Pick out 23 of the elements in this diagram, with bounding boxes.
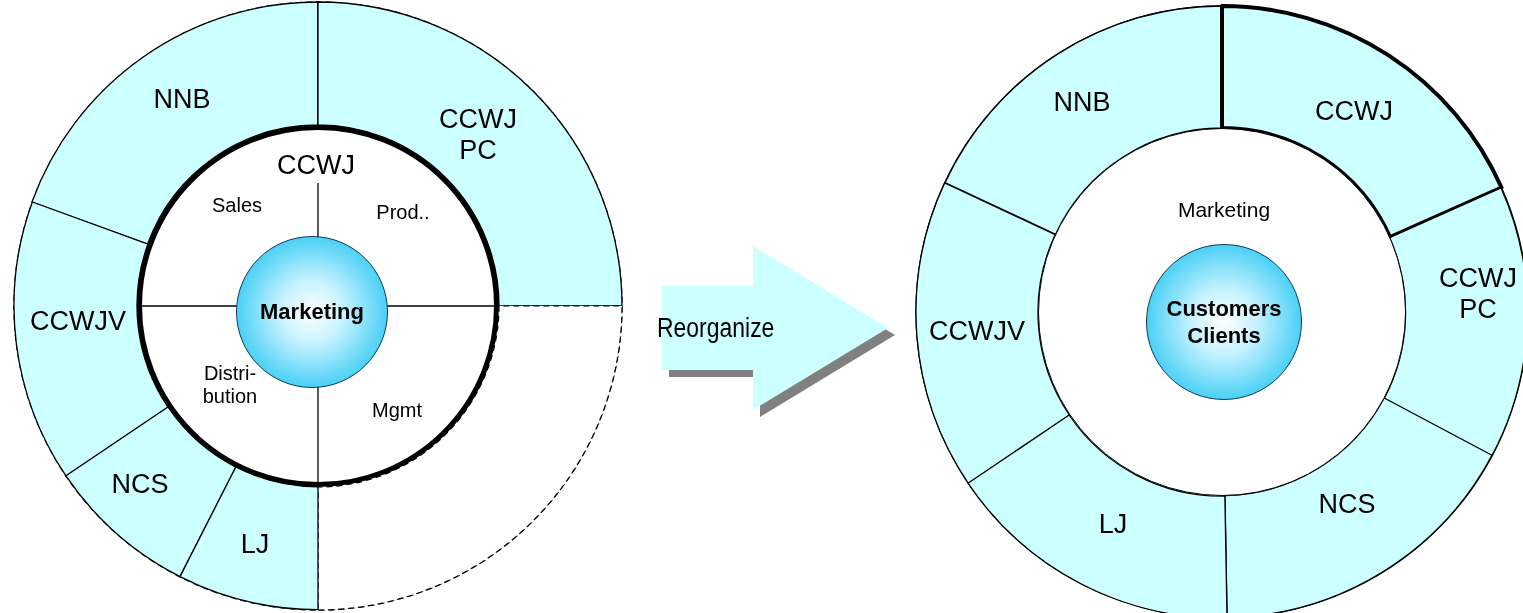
circle-heading: CCWJ [276,150,356,182]
block-arrow [662,246,895,417]
quadrant-label: Sales [202,180,272,230]
segment-label: CCWJV [928,316,1026,348]
center-label: Customers Clients [1165,294,1283,350]
segment-label: NNB [1052,87,1112,119]
segment-label: NCS [1317,489,1377,521]
segment-label: NCS [110,469,170,501]
segment-label: CCWJ PC [438,103,518,167]
outer-ring [916,6,1523,613]
segment-label: NNB [152,84,212,116]
quadrant-label: Mgmt [362,385,432,435]
segment-label: LJ [239,529,271,561]
quadrant-label: Distri- bution [195,360,265,410]
outer-ring [14,2,622,610]
segment-label: CCWJ PC [1438,262,1518,326]
edge-label: Reorganize [657,314,775,342]
segment-label: CCWJ [1314,96,1394,128]
segment-label: LJ [1097,509,1129,541]
quadrant-label: Prod.. [368,187,438,237]
center-label: Marketing [259,298,365,326]
segment-label: CCWJV [29,306,127,338]
circle-heading: Marketing [1176,197,1272,223]
